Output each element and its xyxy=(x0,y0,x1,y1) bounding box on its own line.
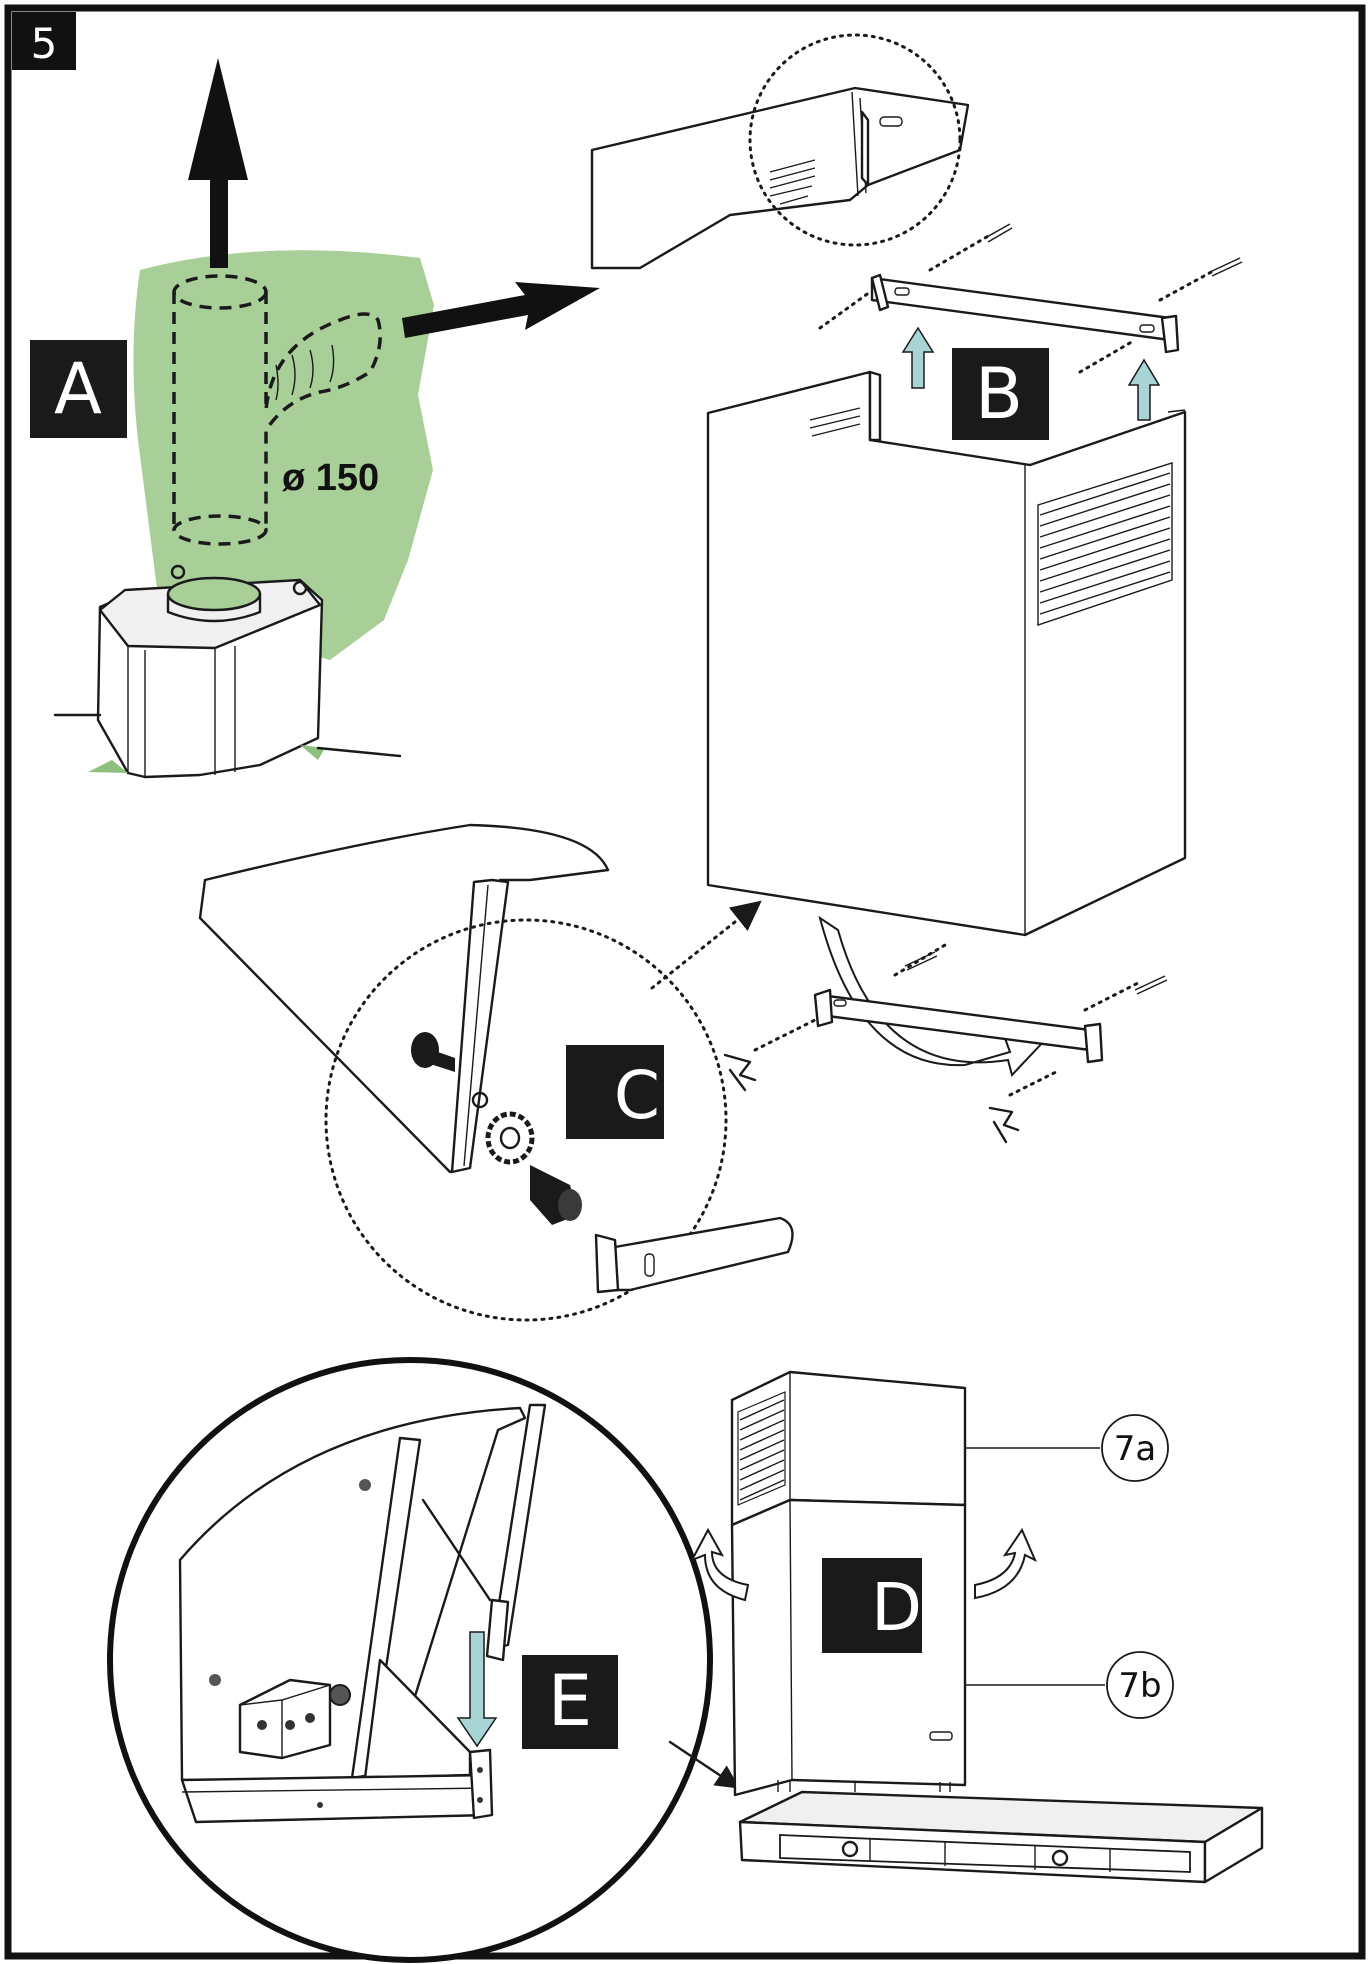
rotate-left-arrow-icon xyxy=(689,1527,750,1602)
ceiling-line xyxy=(53,713,402,758)
label-c: C xyxy=(566,1045,664,1139)
detail-circle-top xyxy=(748,33,962,247)
label-b: B xyxy=(952,348,1049,440)
top-bracket xyxy=(870,273,1180,354)
bottom-bracket xyxy=(813,988,1104,1064)
arrow-up-icon xyxy=(1127,358,1161,421)
step-number-badge: 5 xyxy=(12,12,76,70)
svg-text:D: D xyxy=(871,1569,922,1646)
bolt-icon xyxy=(411,1032,455,1072)
svg-text:E: E xyxy=(548,1660,592,1742)
screw-icon xyxy=(1134,975,1168,995)
svg-text:C: C xyxy=(614,1057,660,1134)
wall-plug-icon xyxy=(723,1053,757,1092)
section-e-zoom-detail: E xyxy=(107,1357,713,1963)
toothed-washer-icon xyxy=(485,1111,535,1165)
bracket-tab xyxy=(594,1216,794,1294)
upper-chimney-detail xyxy=(590,33,970,270)
label-d: D xyxy=(822,1558,922,1653)
down-arrow-icon xyxy=(456,1631,498,1748)
callout-7a: 7a xyxy=(965,1414,1169,1482)
motor-unit xyxy=(88,564,325,779)
detail-circle-c xyxy=(324,918,728,1322)
section-c-screw-fixing: C xyxy=(198,823,794,1322)
junction-box xyxy=(238,1678,351,1760)
svg-text:7a: 7a xyxy=(1114,1429,1156,1469)
arrow-up-icon xyxy=(188,58,248,268)
page-frame xyxy=(4,4,1366,1960)
rotate-right-arrow-icon xyxy=(974,1527,1038,1600)
curved-arrow-icon xyxy=(818,915,1047,1077)
screw-icon xyxy=(984,223,1013,243)
pointer-arrow xyxy=(668,1740,740,1789)
duct-diameter-label: ø 150 xyxy=(282,457,379,499)
wall-green-area xyxy=(133,250,435,661)
label-a: A xyxy=(30,340,127,438)
nut-icon xyxy=(530,1165,582,1225)
wall-plug-icon xyxy=(988,1106,1020,1144)
svg-text:7b: 7b xyxy=(1118,1666,1161,1706)
upper-chimney-7a xyxy=(730,1370,967,1527)
screw-icon xyxy=(1209,257,1243,277)
section-d-assembled-hood: D 7a 7b xyxy=(689,1370,1264,1884)
screw-icon xyxy=(904,951,938,971)
vent-grille xyxy=(1037,462,1173,626)
svg-text:B: B xyxy=(975,353,1023,435)
section-a-duct-connection: ø 150 A xyxy=(30,58,600,779)
arrow-up-icon xyxy=(901,326,935,389)
section-b-chimney-brackets: B xyxy=(706,223,1243,1144)
svg-text:A: A xyxy=(54,348,102,430)
lower-chimney-box xyxy=(706,370,1187,937)
arrow-right-icon xyxy=(402,282,600,338)
hood-canopy xyxy=(738,1780,1264,1884)
step-number: 5 xyxy=(31,19,58,68)
label-e: E xyxy=(522,1655,618,1749)
callout-7b: 7b xyxy=(965,1651,1174,1719)
flexible-duct xyxy=(172,274,382,546)
